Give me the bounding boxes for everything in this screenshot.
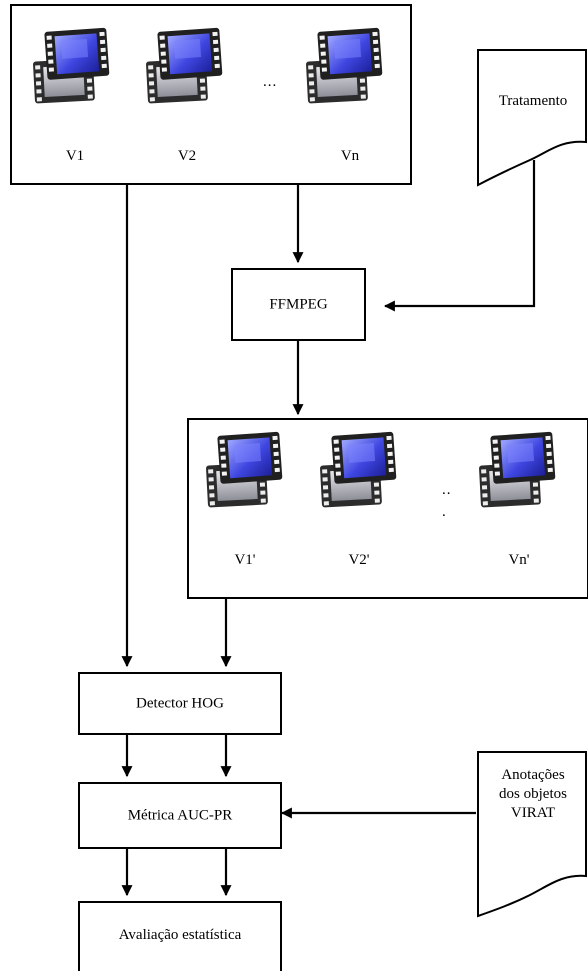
arrow-treatment-to-ffmpeg <box>383 160 536 312</box>
source-videos-group <box>10 4 412 185</box>
metric-label: Métrica AUC-PR <box>127 807 233 823</box>
video-label-v2-processed: V2' <box>348 552 370 568</box>
evaluation-box: Avaliação estatística <box>78 901 282 971</box>
video-label-v1-processed: V1' <box>234 552 256 568</box>
metric-box: Métrica AUC-PR <box>78 782 282 849</box>
hog-detector-label: Detector HOG <box>136 695 224 711</box>
annotations-line-3: VIRAT <box>510 805 556 821</box>
annotations-line-2: dos objetos <box>499 786 567 802</box>
treatment-label: Tratamento <box>498 93 568 109</box>
treatment-document-shape <box>477 49 587 187</box>
hog-detector-box: Detector HOG <box>78 672 282 735</box>
annotations-label: Anotações dos objetos VIRAT <box>478 766 588 823</box>
annotations-document-shape <box>477 751 587 918</box>
video-label-vn: Vn <box>340 148 360 164</box>
processed-ellipsis-top: .. <box>442 482 452 498</box>
video-label-vn-processed: Vn' <box>508 552 530 568</box>
processed-videos-group <box>187 418 588 599</box>
video-label-v2: V2 <box>177 148 197 164</box>
video-label-v1: V1 <box>65 148 85 164</box>
annotations-line-1: Anotações <box>501 767 565 783</box>
ffmpeg-label: FFMPEG <box>269 296 328 312</box>
ffmpeg-box: FFMPEG <box>231 268 366 341</box>
processed-ellipsis-bottom: . <box>442 504 447 520</box>
evaluation-label: Avaliação estatística <box>118 927 242 943</box>
videos-ellipsis: ... <box>263 74 278 90</box>
